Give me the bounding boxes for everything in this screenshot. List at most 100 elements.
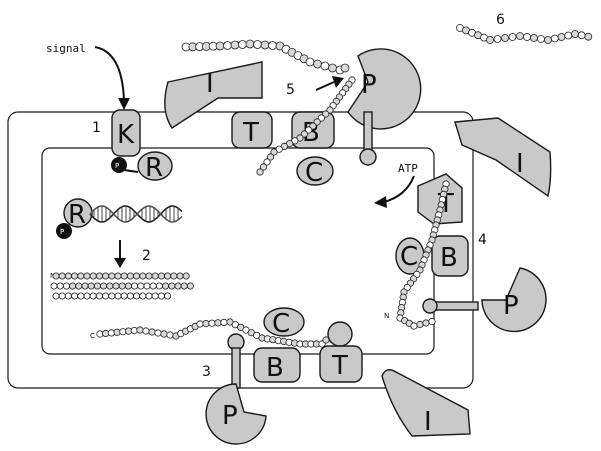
residue-bead bbox=[109, 273, 115, 279]
protein-p-right-label: P bbox=[503, 291, 519, 321]
residue-bead bbox=[57, 283, 63, 289]
phospho-transfer-arrow bbox=[124, 170, 138, 172]
protein-p-top-label: P bbox=[361, 70, 377, 100]
dna-strand bbox=[90, 206, 182, 222]
residue-bead bbox=[51, 283, 57, 289]
residue-bead bbox=[115, 273, 121, 279]
protein-p-bottom-stalk bbox=[232, 348, 240, 388]
residue-bead bbox=[72, 293, 78, 299]
residue-bead bbox=[239, 41, 247, 49]
residue-bead bbox=[524, 34, 531, 41]
residue-bead bbox=[306, 58, 314, 66]
residue-bead bbox=[84, 293, 90, 299]
residue-bead bbox=[216, 42, 224, 50]
residue-bead bbox=[138, 283, 144, 289]
residue-bead bbox=[165, 293, 171, 299]
residue-bead bbox=[181, 283, 187, 289]
residue-bead bbox=[558, 34, 565, 41]
residue-bead bbox=[132, 283, 138, 289]
residue-bead bbox=[59, 293, 65, 299]
transcription-arrowhead bbox=[114, 258, 126, 268]
residue-bead bbox=[329, 64, 337, 72]
residue-bead bbox=[411, 323, 417, 329]
residue-bead bbox=[65, 293, 71, 299]
protein-p-top bbox=[348, 49, 421, 129]
residue-bead bbox=[161, 331, 167, 337]
residue-bead bbox=[107, 283, 113, 289]
residue-bead bbox=[246, 40, 254, 48]
residue-bead bbox=[494, 36, 501, 43]
atp-arrowhead bbox=[374, 196, 387, 208]
residue-bead bbox=[487, 37, 494, 44]
protein-p-right-anchor bbox=[423, 299, 437, 313]
c-terminus-bottom: C bbox=[90, 332, 95, 340]
residue-bead bbox=[127, 273, 133, 279]
residue-bead bbox=[149, 329, 155, 335]
residue-bead bbox=[155, 330, 161, 336]
inhibitor-i-top-label: I bbox=[206, 69, 214, 99]
residue-bead bbox=[125, 283, 131, 289]
residue-bead bbox=[140, 293, 146, 299]
residue-bead bbox=[84, 273, 90, 279]
residue-bead bbox=[137, 327, 143, 333]
residue-bead bbox=[121, 273, 127, 279]
residue-bead bbox=[257, 169, 263, 175]
residue-bead bbox=[167, 332, 173, 338]
residue-bead bbox=[565, 32, 572, 39]
protein-p-right-stalk bbox=[434, 302, 478, 310]
residue-bead bbox=[65, 273, 71, 279]
residue-bead bbox=[269, 42, 277, 50]
protein-c-bottom-label: C bbox=[272, 309, 290, 339]
residue-bead bbox=[119, 283, 125, 289]
protein-b-bottom-label: B bbox=[266, 353, 284, 383]
residue-bead bbox=[150, 283, 156, 289]
residue-bead bbox=[231, 41, 239, 49]
signal-arrowhead bbox=[118, 98, 130, 110]
residue-bead bbox=[187, 283, 193, 289]
residue-bead bbox=[578, 32, 585, 39]
residue-bead bbox=[517, 33, 524, 40]
residue-bead bbox=[103, 293, 109, 299]
residue-bead bbox=[429, 318, 435, 324]
residue-bead bbox=[76, 283, 82, 289]
residue-bead bbox=[53, 273, 59, 279]
step-5-arrow bbox=[316, 82, 334, 90]
residue-bead bbox=[109, 293, 115, 299]
phosphate-dna-label: P bbox=[60, 228, 64, 236]
residue-bead bbox=[152, 273, 158, 279]
residue-bead bbox=[152, 293, 158, 299]
residue-bead bbox=[113, 283, 119, 289]
residue-bead bbox=[215, 320, 221, 326]
inhibitor-i-bottom-label: I bbox=[424, 407, 432, 437]
residue-bead bbox=[90, 293, 96, 299]
residue-bead bbox=[197, 321, 203, 327]
dna-helix bbox=[90, 206, 182, 222]
protein-t-bottom-label: T bbox=[331, 351, 348, 381]
folded-chain-6 bbox=[457, 25, 592, 44]
residue-bead bbox=[96, 293, 102, 299]
residue-bead bbox=[143, 328, 149, 334]
step-4-label: 4 bbox=[478, 232, 487, 248]
residue-bead bbox=[177, 273, 183, 279]
residue-bead bbox=[572, 31, 579, 38]
residue-bead bbox=[134, 273, 140, 279]
residue-bead bbox=[321, 62, 329, 70]
residue-bead bbox=[163, 283, 169, 289]
residue-bead bbox=[165, 273, 171, 279]
residue-bead bbox=[531, 35, 538, 42]
signal-arrow bbox=[95, 47, 124, 100]
residue-bead bbox=[203, 320, 209, 326]
protein-t-top-label: T bbox=[242, 118, 259, 148]
residue-bead bbox=[254, 41, 262, 49]
residue-bead bbox=[417, 321, 423, 327]
residue-bead bbox=[88, 283, 94, 289]
protein-c-top-label: C bbox=[305, 158, 323, 188]
residue-bead bbox=[72, 273, 78, 279]
step-5-label: 5 bbox=[286, 82, 295, 98]
residue-bead bbox=[90, 273, 96, 279]
inhibitor-i-right bbox=[455, 118, 551, 196]
residue-bead bbox=[585, 33, 592, 40]
residue-bead bbox=[140, 273, 146, 279]
